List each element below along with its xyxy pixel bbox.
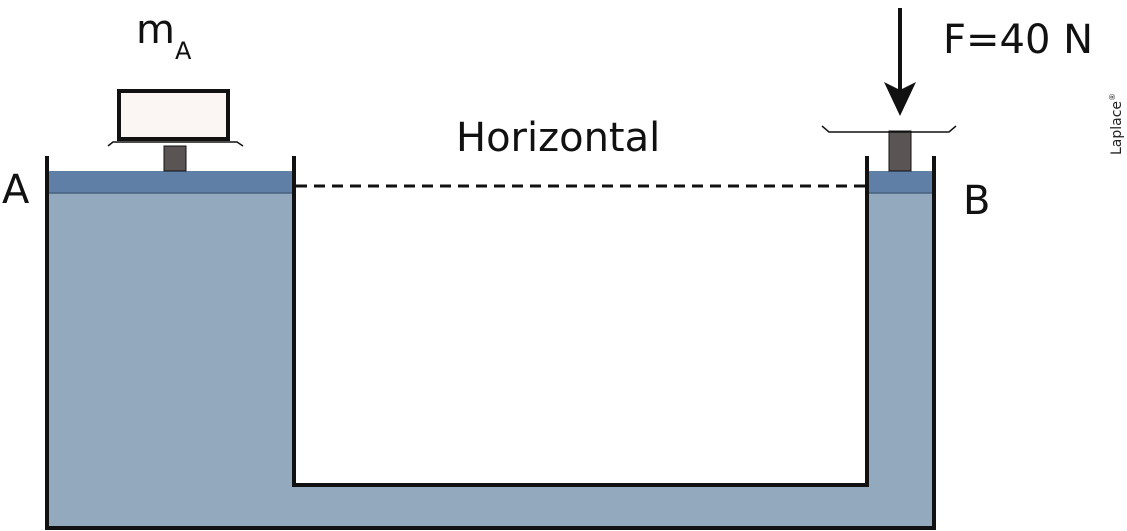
mass-label: mA (136, 7, 192, 65)
mass-label-main: m (136, 7, 175, 53)
container-inner-wall (292, 156, 869, 487)
laplace-watermark: Laplace® (1108, 93, 1125, 155)
point-a-label: A (2, 167, 30, 213)
piston-rod-b (888, 130, 912, 172)
piston-rod-a (163, 145, 187, 172)
point-b-label: B (963, 178, 990, 224)
force-arrow-head (884, 82, 916, 116)
mass-block-a (117, 89, 230, 141)
mass-label-subscript: A (175, 37, 192, 65)
fluid-surface-a (47, 171, 294, 193)
container-outer-wall (45, 156, 936, 530)
force-label: F=40 N (943, 17, 1093, 63)
registered-mark: ® (1108, 93, 1117, 101)
fluid-body (47, 193, 934, 528)
laplace-watermark-text: Laplace (1109, 101, 1125, 155)
horizontal-label: Horizontal (456, 115, 660, 161)
piston-plate-a (107, 141, 244, 147)
fluid-surface-b (867, 171, 934, 193)
piston-plate-b (821, 125, 957, 133)
